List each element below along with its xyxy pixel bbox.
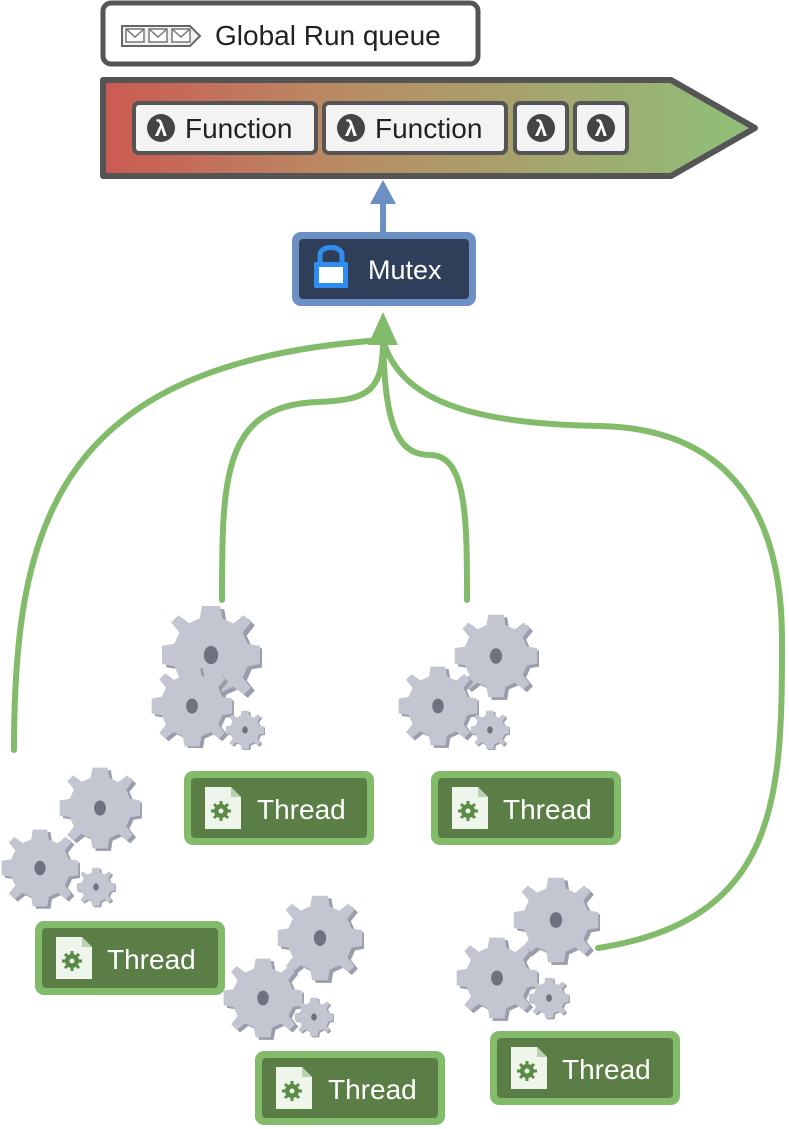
gears-cluster-4 (223, 895, 364, 1040)
queue-item-function-2: λ Function (322, 101, 508, 155)
gear-document-icon (450, 785, 490, 831)
lambda-icon (527, 114, 555, 142)
mutex-box: Mutex (292, 232, 476, 306)
connector-arrowhead (368, 312, 398, 345)
gear-document-icon (509, 1045, 549, 1091)
thread-label: Thread (562, 1054, 651, 1085)
message-queue-icon (121, 25, 202, 47)
connector-thread-3 (380, 337, 470, 603)
queue-item-function-3: λ (513, 101, 569, 155)
thread-label: Thread (328, 1074, 417, 1105)
thread-box: Thread (431, 771, 621, 845)
queue-title-box: Global Run queue (100, 0, 481, 67)
gear-document-icon (203, 785, 243, 831)
thread-box: Thread (255, 1051, 445, 1125)
thread-box: Thread (490, 1031, 680, 1105)
gear-document-icon (274, 1065, 314, 1111)
lambda-icon (587, 114, 615, 142)
queue-item-label: Function (375, 113, 482, 144)
gears-cluster-2 (398, 614, 539, 750)
thread-connectors (11, 337, 786, 951)
svg-text:λ: λ (535, 116, 547, 141)
queue-item-label: Function (185, 113, 292, 144)
mutex-to-queue-arrow (370, 180, 396, 232)
lock-icon (314, 245, 348, 288)
thread-label: Thread (107, 944, 196, 975)
connector-thread-2 (219, 337, 386, 603)
gear-document-icon (54, 935, 94, 981)
svg-text:λ: λ (155, 116, 167, 141)
gears-cluster-1 (151, 606, 265, 750)
queue-item-function-1: λ Function (132, 101, 318, 155)
connector-thread-1 (11, 337, 386, 753)
gears-cluster-3 (1, 767, 142, 909)
gears-cluster-5 (456, 877, 600, 1021)
queue-title: Global Run queue (215, 20, 441, 51)
thread-label: Thread (503, 794, 592, 825)
thread-box: Thread (184, 771, 374, 845)
connector-thread-4 (380, 337, 786, 951)
queue-item-function-4: λ (573, 101, 629, 155)
svg-text:λ: λ (345, 116, 357, 141)
thread-label: Thread (257, 794, 346, 825)
thread-box: Thread (35, 921, 225, 995)
mutex-label: Mutex (368, 255, 442, 285)
lambda-icon (147, 114, 175, 142)
lambda-icon (337, 114, 365, 142)
svg-text:λ: λ (595, 116, 607, 141)
